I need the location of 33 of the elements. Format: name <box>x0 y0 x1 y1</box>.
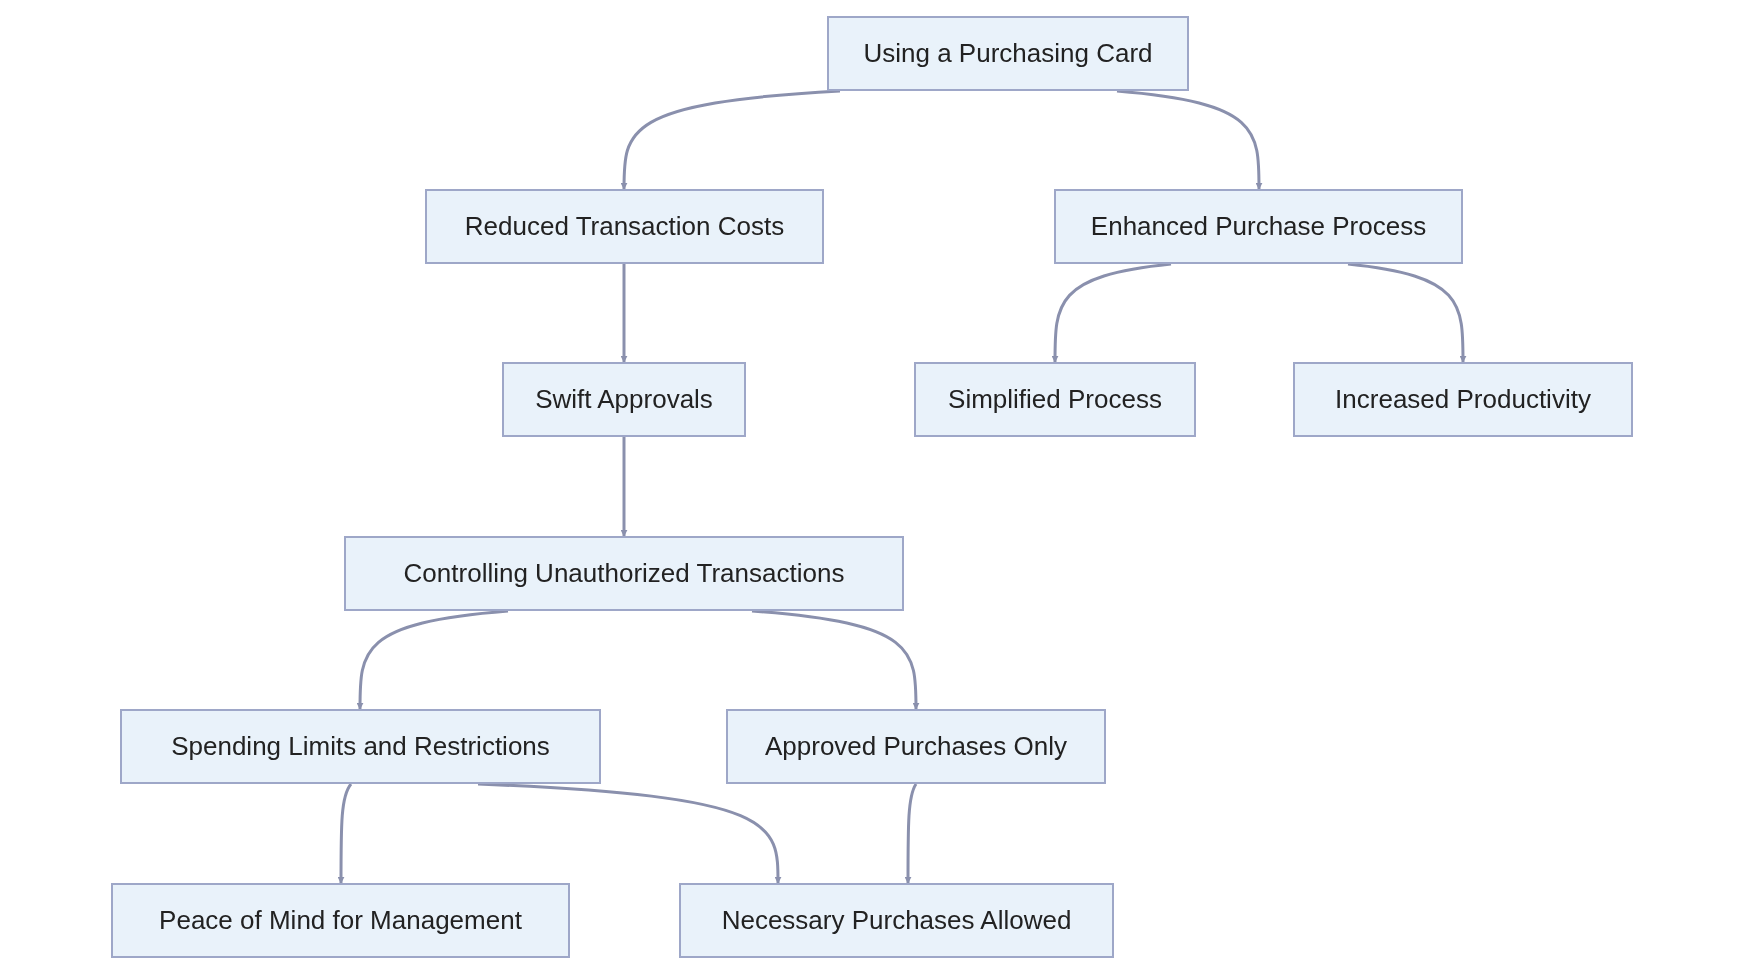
box-label: Reduced Transaction Costs <box>464 210 785 243</box>
arrow <box>356 609 509 710</box>
box-label: Using a Purchasing Card <box>863 37 1153 70</box>
arrow <box>1347 262 1467 363</box>
process-box <box>1054 189 1463 264</box>
box-label: Peace of Mind for Management <box>159 904 522 937</box>
box-label: Spending Limits and Restrictions <box>171 730 550 763</box>
arrow <box>620 264 628 363</box>
box-label: Enhanced Purchase Process <box>1090 210 1427 243</box>
arrow <box>337 783 353 884</box>
process-box <box>1293 362 1633 437</box>
box-label: Swift Approvals <box>535 383 713 416</box>
arrow <box>751 609 920 710</box>
arrow <box>620 89 841 190</box>
arrow <box>904 783 918 884</box>
process-box <box>344 536 904 611</box>
box-label: Necessary Purchases Allowed <box>721 904 1072 937</box>
process-box <box>502 362 746 437</box>
process-box <box>827 16 1189 91</box>
box-label: Simplified Process <box>948 383 1162 416</box>
process-box <box>914 362 1196 437</box>
process-box <box>726 709 1106 784</box>
box-label: Increased Productivity <box>1335 383 1591 416</box>
box-label: Approved Purchases Only <box>764 730 1067 763</box>
process-box <box>425 189 824 264</box>
arrow <box>1116 89 1263 190</box>
process-box <box>111 883 570 958</box>
arrow <box>620 437 628 537</box>
process-box <box>120 709 601 784</box>
box-label: Controlling Unauthorized Transactions <box>403 557 845 590</box>
process-box <box>679 883 1114 958</box>
arrow <box>477 782 782 884</box>
arrow <box>1051 262 1172 363</box>
